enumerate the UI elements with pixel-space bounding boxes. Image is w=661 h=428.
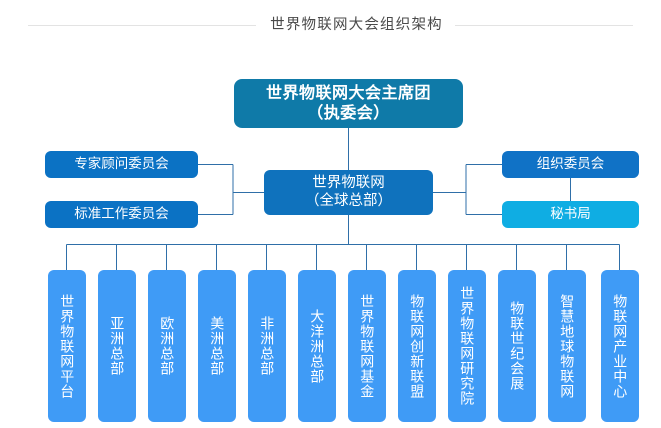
node-africa-hq[interactable]: 非洲总部: [248, 270, 286, 422]
title-rule-left: [28, 24, 257, 26]
node-smart-earth[interactable]: 智慧地球物联网: [548, 270, 586, 422]
page-title: 世界物联网大会组织架构: [270, 16, 443, 33]
node-secretariat[interactable]: 秘书局: [502, 201, 639, 228]
page-title-bar: 世界物联网大会组织架构: [0, 12, 661, 38]
node-oceania-hq[interactable]: 大洋洲总部: [298, 270, 336, 422]
node-presidium[interactable]: 世界物联网大会主席团 （执委会）: [234, 79, 463, 128]
node-europe-hq[interactable]: 欧洲总部: [148, 270, 186, 422]
node-organizing-committee[interactable]: 组织委员会: [502, 151, 639, 178]
node-headquarters-label: 世界物联网 （全球总部）: [305, 174, 392, 209]
node-expo[interactable]: 物联世纪会展: [498, 270, 536, 422]
node-standards-working-committee[interactable]: 标准工作委员会: [45, 201, 198, 228]
node-america-hq[interactable]: 美洲总部: [198, 270, 236, 422]
node-iot-platform[interactable]: 世界物联网平台: [48, 270, 86, 422]
node-iot-fund[interactable]: 世界物联网基金: [348, 270, 386, 422]
node-asia-hq[interactable]: 亚洲总部: [98, 270, 136, 422]
node-industry-center[interactable]: 物联网产业中心: [601, 270, 639, 422]
node-headquarters[interactable]: 世界物联网 （全球总部）: [264, 170, 433, 215]
bottom-node-row: 世界物联网平台亚洲总部欧洲总部美洲总部非洲总部大洋洲总部世界物联网基金物联网创新…: [0, 270, 661, 422]
node-presidium-label: 世界物联网大会主席团 （执委会）: [265, 84, 431, 122]
node-innovation-alliance[interactable]: 物联网创新联盟: [398, 270, 436, 422]
node-research-institute[interactable]: 世界物联网研究院: [448, 270, 486, 422]
node-expert-advisory-committee[interactable]: 专家顾问委员会: [45, 151, 198, 178]
title-rule-right: [454, 24, 633, 26]
